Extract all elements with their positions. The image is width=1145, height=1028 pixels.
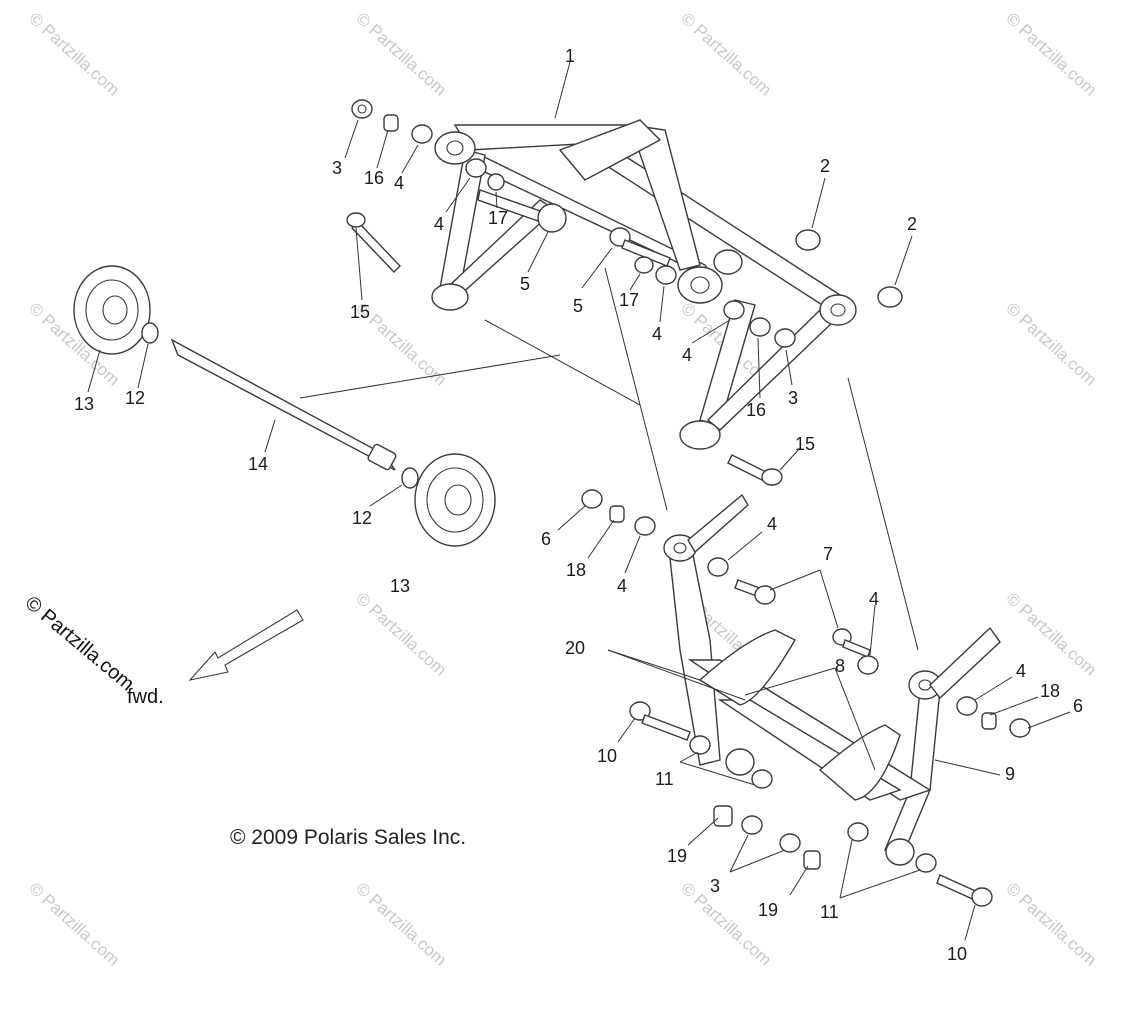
lower-hardware [581, 489, 1031, 907]
watermark: © Partzilla.com [1002, 879, 1100, 970]
callout-8: 8 [835, 656, 845, 676]
callout-4: 4 [617, 576, 627, 596]
callout-10: 10 [597, 746, 617, 766]
callout-4: 4 [434, 214, 444, 234]
axle-assembly [73, 265, 496, 547]
rear-arm-assembly [663, 493, 1001, 866]
callout-numbers: 1 2 2 3 16 4 4 17 5 5 17 4 4 16 3 15 15 … [74, 46, 1083, 964]
callout-16: 16 [746, 400, 766, 420]
callout-13: 13 [74, 394, 94, 414]
callout-10: 10 [947, 944, 967, 964]
callout-11: 11 [655, 769, 674, 789]
assembly-lines [299, 267, 919, 651]
callout-19: 19 [758, 900, 778, 920]
front-arm-assembly [431, 119, 857, 450]
callout-4: 4 [682, 345, 692, 365]
copyright-text: © 2009 Polaris Sales Inc. [230, 826, 466, 849]
callout-17: 17 [488, 208, 508, 228]
callout-4: 4 [869, 589, 879, 609]
watermark: © Partzilla.com [1002, 299, 1100, 390]
brand-watermark: © Partzilla.com [21, 592, 138, 695]
callout-3: 3 [332, 158, 342, 178]
callout-19: 19 [667, 846, 687, 866]
callout-15: 15 [795, 434, 815, 454]
watermark: © Partzilla.com [25, 879, 123, 970]
callout-4: 4 [394, 173, 404, 193]
callout-6: 6 [1073, 696, 1083, 716]
callout-11: 11 [820, 902, 839, 922]
watermark: © Partzilla.com [677, 879, 775, 970]
callout-4: 4 [652, 324, 662, 344]
upper-hardware [346, 99, 903, 486]
watermark: © Partzilla.com [352, 879, 450, 970]
callout-5: 5 [573, 296, 583, 316]
watermark: © Partzilla.com [25, 9, 123, 100]
forward-arrow [188, 609, 304, 681]
watermark: © Partzilla.com [1002, 9, 1100, 100]
callout-5: 5 [520, 274, 530, 294]
callout-1: 1 [565, 46, 575, 66]
callout-15: 15 [350, 302, 370, 322]
direction-label: fwd. [127, 686, 164, 708]
watermark: © Partzilla.com [677, 9, 775, 100]
callout-17: 17 [619, 290, 639, 310]
callout-leaders [87, 61, 1071, 941]
callout-4: 4 [1016, 661, 1026, 681]
callout-12: 12 [125, 388, 145, 408]
callout-18: 18 [566, 560, 586, 580]
callout-14: 14 [248, 454, 268, 474]
callout-7: 7 [823, 544, 833, 564]
callout-6: 6 [541, 529, 551, 549]
callout-3: 3 [710, 876, 720, 896]
callout-16: 16 [364, 168, 384, 188]
watermark: © Partzilla.com [352, 589, 450, 680]
callout-3: 3 [788, 388, 798, 408]
watermark: © Partzilla.com [352, 9, 450, 100]
callout-9: 9 [1005, 764, 1015, 784]
callout-2: 2 [820, 156, 830, 176]
callout-2: 2 [907, 214, 917, 234]
callout-13: 13 [390, 576, 410, 596]
callout-12: 12 [352, 508, 372, 528]
callout-20: 20 [565, 638, 585, 658]
callout-18: 18 [1040, 681, 1060, 701]
callout-4: 4 [767, 514, 777, 534]
